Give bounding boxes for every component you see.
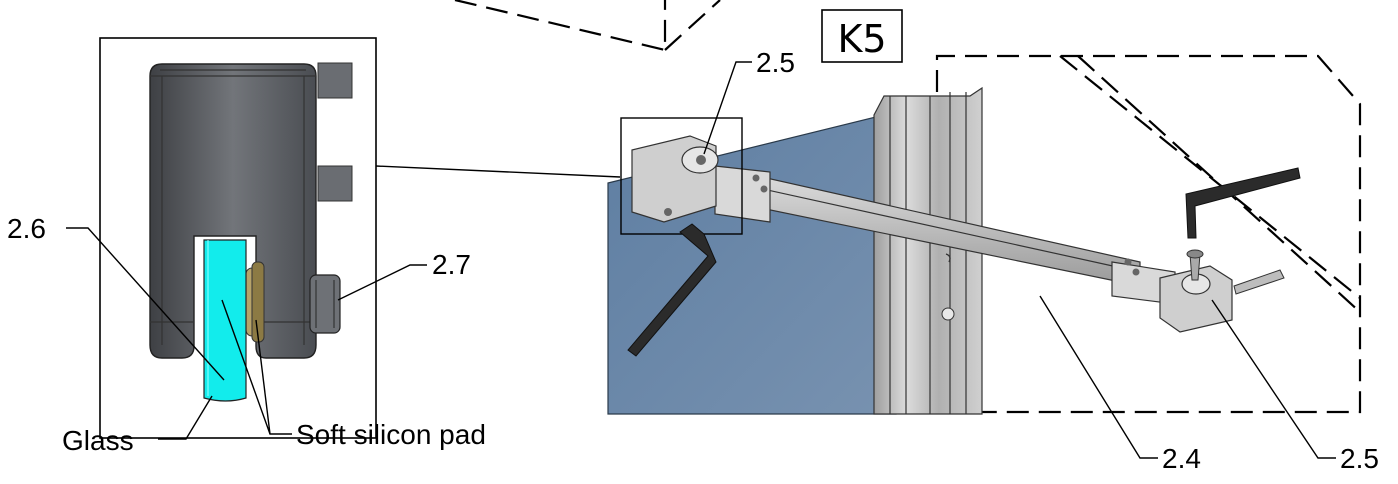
detail-leader — [375, 165, 621, 178]
callout-2-4: 2.4 — [1162, 443, 1201, 474]
silicon-pad — [245, 261, 265, 343]
clamp-tab-bottom — [317, 165, 353, 202]
set-screw-knob — [309, 274, 341, 334]
hex-key-left — [627, 223, 717, 357]
view-label-box — [821, 9, 903, 63]
hex-key-right — [1185, 167, 1301, 239]
clamp-tab-top — [317, 62, 353, 99]
glass-clamp-bracket — [631, 135, 719, 223]
callout-2-6: 2.6 — [7, 213, 46, 244]
wall-bracket — [1159, 249, 1285, 333]
callout-glass: Glass — [62, 425, 134, 456]
callout-2-5-top: 2.5 — [756, 47, 795, 78]
callout-2-5-right: 2.5 — [1340, 443, 1379, 474]
wall-reference-right — [935, 54, 1362, 414]
glass-detail — [203, 239, 247, 402]
wall-reference-top — [454, 0, 721, 52]
clamp-body — [149, 63, 317, 359]
center-mark — [945, 253, 951, 263]
vertical-profile — [873, 86, 983, 415]
callout-leaders — [66, 61, 1336, 459]
view-label: K5 — [837, 17, 886, 61]
detail-view — [99, 37, 377, 439]
bracket-detail-frame — [620, 117, 743, 235]
callout-2-7: 2.7 — [432, 249, 471, 280]
callout-soft-silicon-pad: Soft silicon pad — [296, 419, 486, 450]
wall-screw — [1233, 269, 1285, 295]
